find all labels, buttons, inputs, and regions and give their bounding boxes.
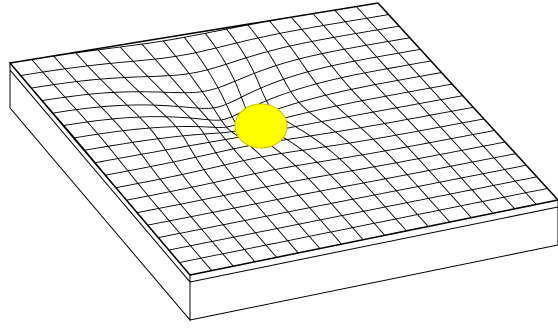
mass-ball-icon xyxy=(235,104,287,148)
